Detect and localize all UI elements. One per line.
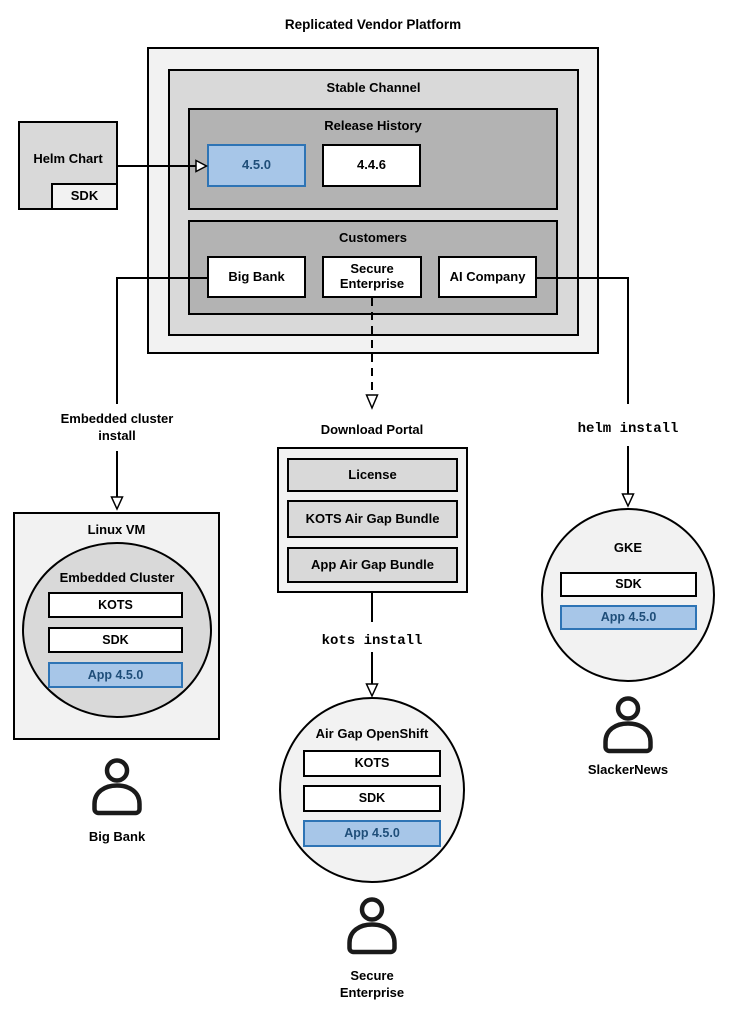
helm-chart-label: Helm Chart <box>33 151 103 166</box>
big-bank-user-icon <box>92 758 142 816</box>
helm-chart-sdk-box: SDK <box>51 183 118 210</box>
airgap-sdk-box: SDK <box>303 785 441 812</box>
stable-channel-label: Stable Channel <box>326 80 421 95</box>
secure-enterprise-user-icon <box>347 897 397 955</box>
download-portal-label: Download Portal <box>320 422 424 437</box>
gke-label: GKE <box>613 540 643 555</box>
kots-install-label: kots install <box>321 633 423 649</box>
license-box: License <box>287 458 458 492</box>
slackernews-user-icon <box>603 696 653 754</box>
linux-vm-label: Linux VM <box>87 522 146 537</box>
diagram-title: Replicated Vendor Platform <box>284 17 462 32</box>
linux-app-box: App 4.5.0 <box>48 662 183 688</box>
slackernews-user-label: SlackerNews <box>587 762 669 777</box>
airgap-app-box: App 4.5.0 <box>303 820 441 847</box>
customer-ai-company: AI Company <box>438 256 537 298</box>
customer-big-bank: Big Bank <box>207 256 306 298</box>
customers-label: Customers <box>339 230 407 245</box>
helm-install-label: helm install <box>577 421 679 437</box>
secure-enterprise-user-label: Secure Enterprise <box>339 968 405 1000</box>
airgap-openshift-label: Air Gap OpenShift <box>315 726 429 741</box>
release-history-label: Release History <box>324 118 422 133</box>
linux-sdk-box: SDK <box>48 627 183 653</box>
gke-app-box: App 4.5.0 <box>560 605 697 630</box>
embedded-cluster-label: Embedded Cluster <box>59 570 175 585</box>
app-airgap-bundle-box: App Air Gap Bundle <box>287 547 458 583</box>
linux-kots-box: KOTS <box>48 592 183 618</box>
airgap-kots-box: KOTS <box>303 750 441 777</box>
gke-sdk-box: SDK <box>560 572 697 597</box>
release-version-446: 4.4.6 <box>322 144 421 187</box>
embedded-cluster-install-label: Embedded cluster install <box>60 411 174 443</box>
big-bank-user-label: Big Bank <box>88 829 146 844</box>
release-version-450: 4.5.0 <box>207 144 306 187</box>
kots-airgap-bundle-box: KOTS Air Gap Bundle <box>287 500 458 538</box>
customer-secure-enterprise: Secure Enterprise <box>322 256 422 298</box>
